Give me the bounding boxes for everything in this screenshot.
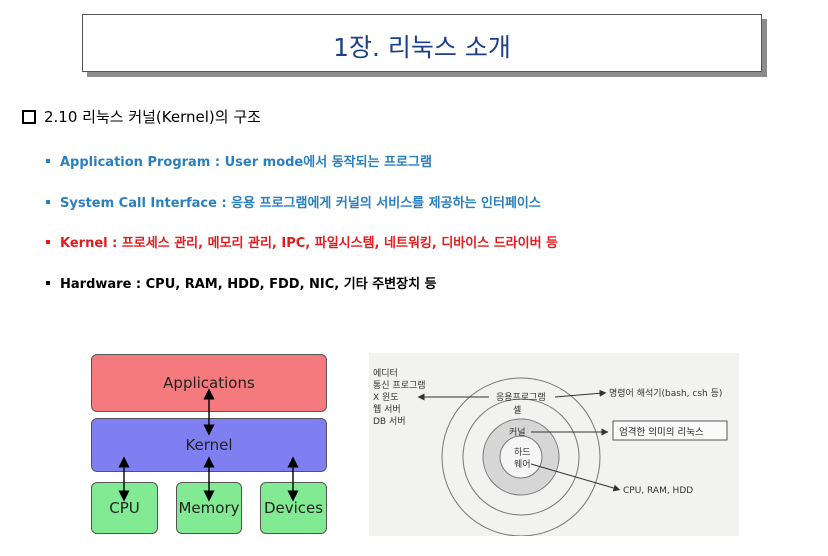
page-title: 1장. 리눅스 소개: [333, 33, 511, 62]
bullet-text: System Call Interface : 응용 프로그램에게 커널의 서비…: [60, 196, 541, 211]
shell-arrow: [554, 389, 607, 398]
kernel-description: 엄격한 의미의 리눅스: [619, 426, 704, 438]
app-list-item: 웹 서버: [373, 404, 401, 415]
bullet-square-icon: [46, 281, 50, 285]
applications-block: Applications: [91, 354, 327, 412]
bullet-square-icon: [46, 159, 50, 163]
bullet-item-kernel: Kernel : 프로세스 관리, 메모리 관리, IPC, 파일시스템, 네트…: [46, 232, 558, 251]
cpu-block: CPU: [91, 482, 158, 534]
section-heading-text: 2.10 리눅스 커널(Kernel)의 구조: [44, 108, 261, 126]
app-list-item: 에디터: [373, 368, 398, 379]
bullet-square-icon: [46, 240, 50, 244]
app-list-item: DB 서버: [373, 416, 406, 427]
bullet-item-hardware: Hardware : CPU, RAM, HDD, FDD, NIC, 기타 주…: [46, 273, 437, 292]
kernel-block-diagram: Applications Kernel CPU Memory Devices: [86, 352, 340, 538]
bullet-text: Application Program : User mode에서 동작되는 프…: [60, 155, 432, 170]
memory-block: Memory: [176, 482, 242, 534]
ring-hardware: [499, 435, 543, 479]
shell-description: 명령어 해석기(bash, csh 등): [609, 387, 722, 399]
ring-label-hardware-2: 웨어: [514, 458, 531, 470]
section-heading: 2.10 리눅스 커널(Kernel)의 구조: [22, 106, 261, 127]
kernel-description-box: [612, 420, 728, 441]
linux-layer-figure: 에디터 통신 프로그램 X 윈도 웹 서버 DB 서버 응용프로그램 셸 커널 …: [369, 353, 739, 537]
ring-label-kernel: 커널: [509, 427, 526, 438]
title-box: 1장. 리눅스 소개: [82, 14, 762, 72]
app-list-item: 통신 프로그램: [373, 379, 426, 391]
devices-block: Devices: [260, 482, 327, 534]
bullet-text: Kernel : 프로세스 관리, 메모리 관리, IPC, 파일시스템, 네트…: [60, 236, 559, 251]
hardware-description: CPU, RAM, HDD: [623, 486, 693, 496]
bullet-text: Hardware : CPU, RAM, HDD, FDD, NIC, 기타 주…: [60, 277, 437, 292]
kernel-block: Kernel: [91, 418, 327, 472]
ring-label-shell: 셸: [513, 405, 521, 416]
bullet-item-application-program: Application Program : User mode에서 동작되는 프…: [46, 151, 432, 170]
hardware-arrow: [530, 463, 621, 492]
concentric-rings-diagram: 에디터 통신 프로그램 X 윈도 웹 서버 DB 서버 응용프로그램 셸 커널 …: [373, 368, 728, 537]
bullet-item-system-call-interface: System Call Interface : 응용 프로그램에게 커널의 서비…: [46, 192, 541, 211]
bullet-square-icon: [46, 200, 50, 204]
ring-shell: [462, 398, 580, 516]
app-list-item: X 윈도: [373, 392, 399, 403]
checkbox-icon: [22, 110, 36, 124]
ring-label-hardware-1: 하드: [514, 447, 531, 458]
ring-label-applications: 응용프로그램: [496, 391, 546, 403]
